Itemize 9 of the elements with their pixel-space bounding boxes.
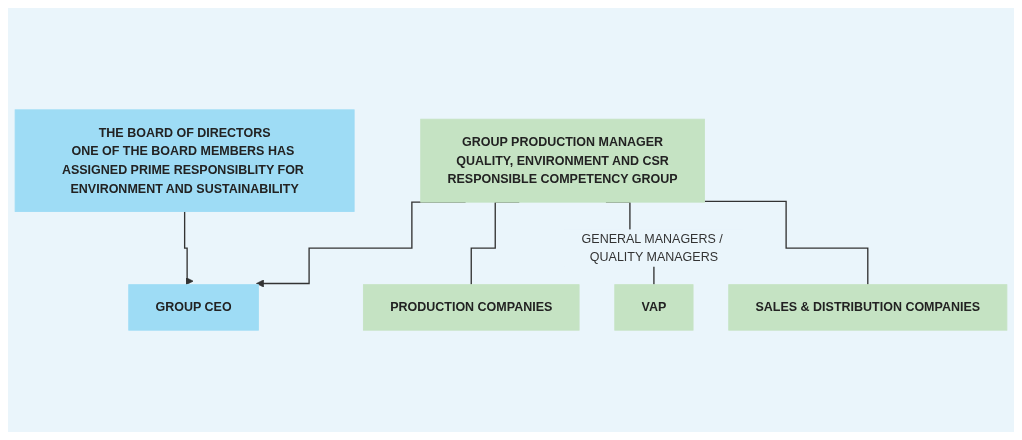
arrow <box>183 210 194 286</box>
node-box: THE BOARD OF DIRECTORS ONE OF THE BOARD MEMBERS HAS ASSIGNED PRIME RESPONSIBLITY FOR ENVIRONMENT AND SUSTAINABILITY <box>14 109 355 212</box>
connector <box>703 200 869 286</box>
node-box: GROUP CEO <box>128 284 259 331</box>
node-box: GROUP PRODUCTION MANAGER QUALITY, ENVIRONMENT AND CSR RESPONSIBLE COMPETENCY GROUP <box>420 118 705 203</box>
node-box: PRODUCTION COMPANIES <box>362 284 580 331</box>
node-box: VAP <box>614 284 694 331</box>
edge-label: GENERAL MANAGERS / QUALITY MANAGERS <box>581 231 723 265</box>
node-box: SALES & DISTRIBUTION COMPANIES <box>728 284 1008 331</box>
